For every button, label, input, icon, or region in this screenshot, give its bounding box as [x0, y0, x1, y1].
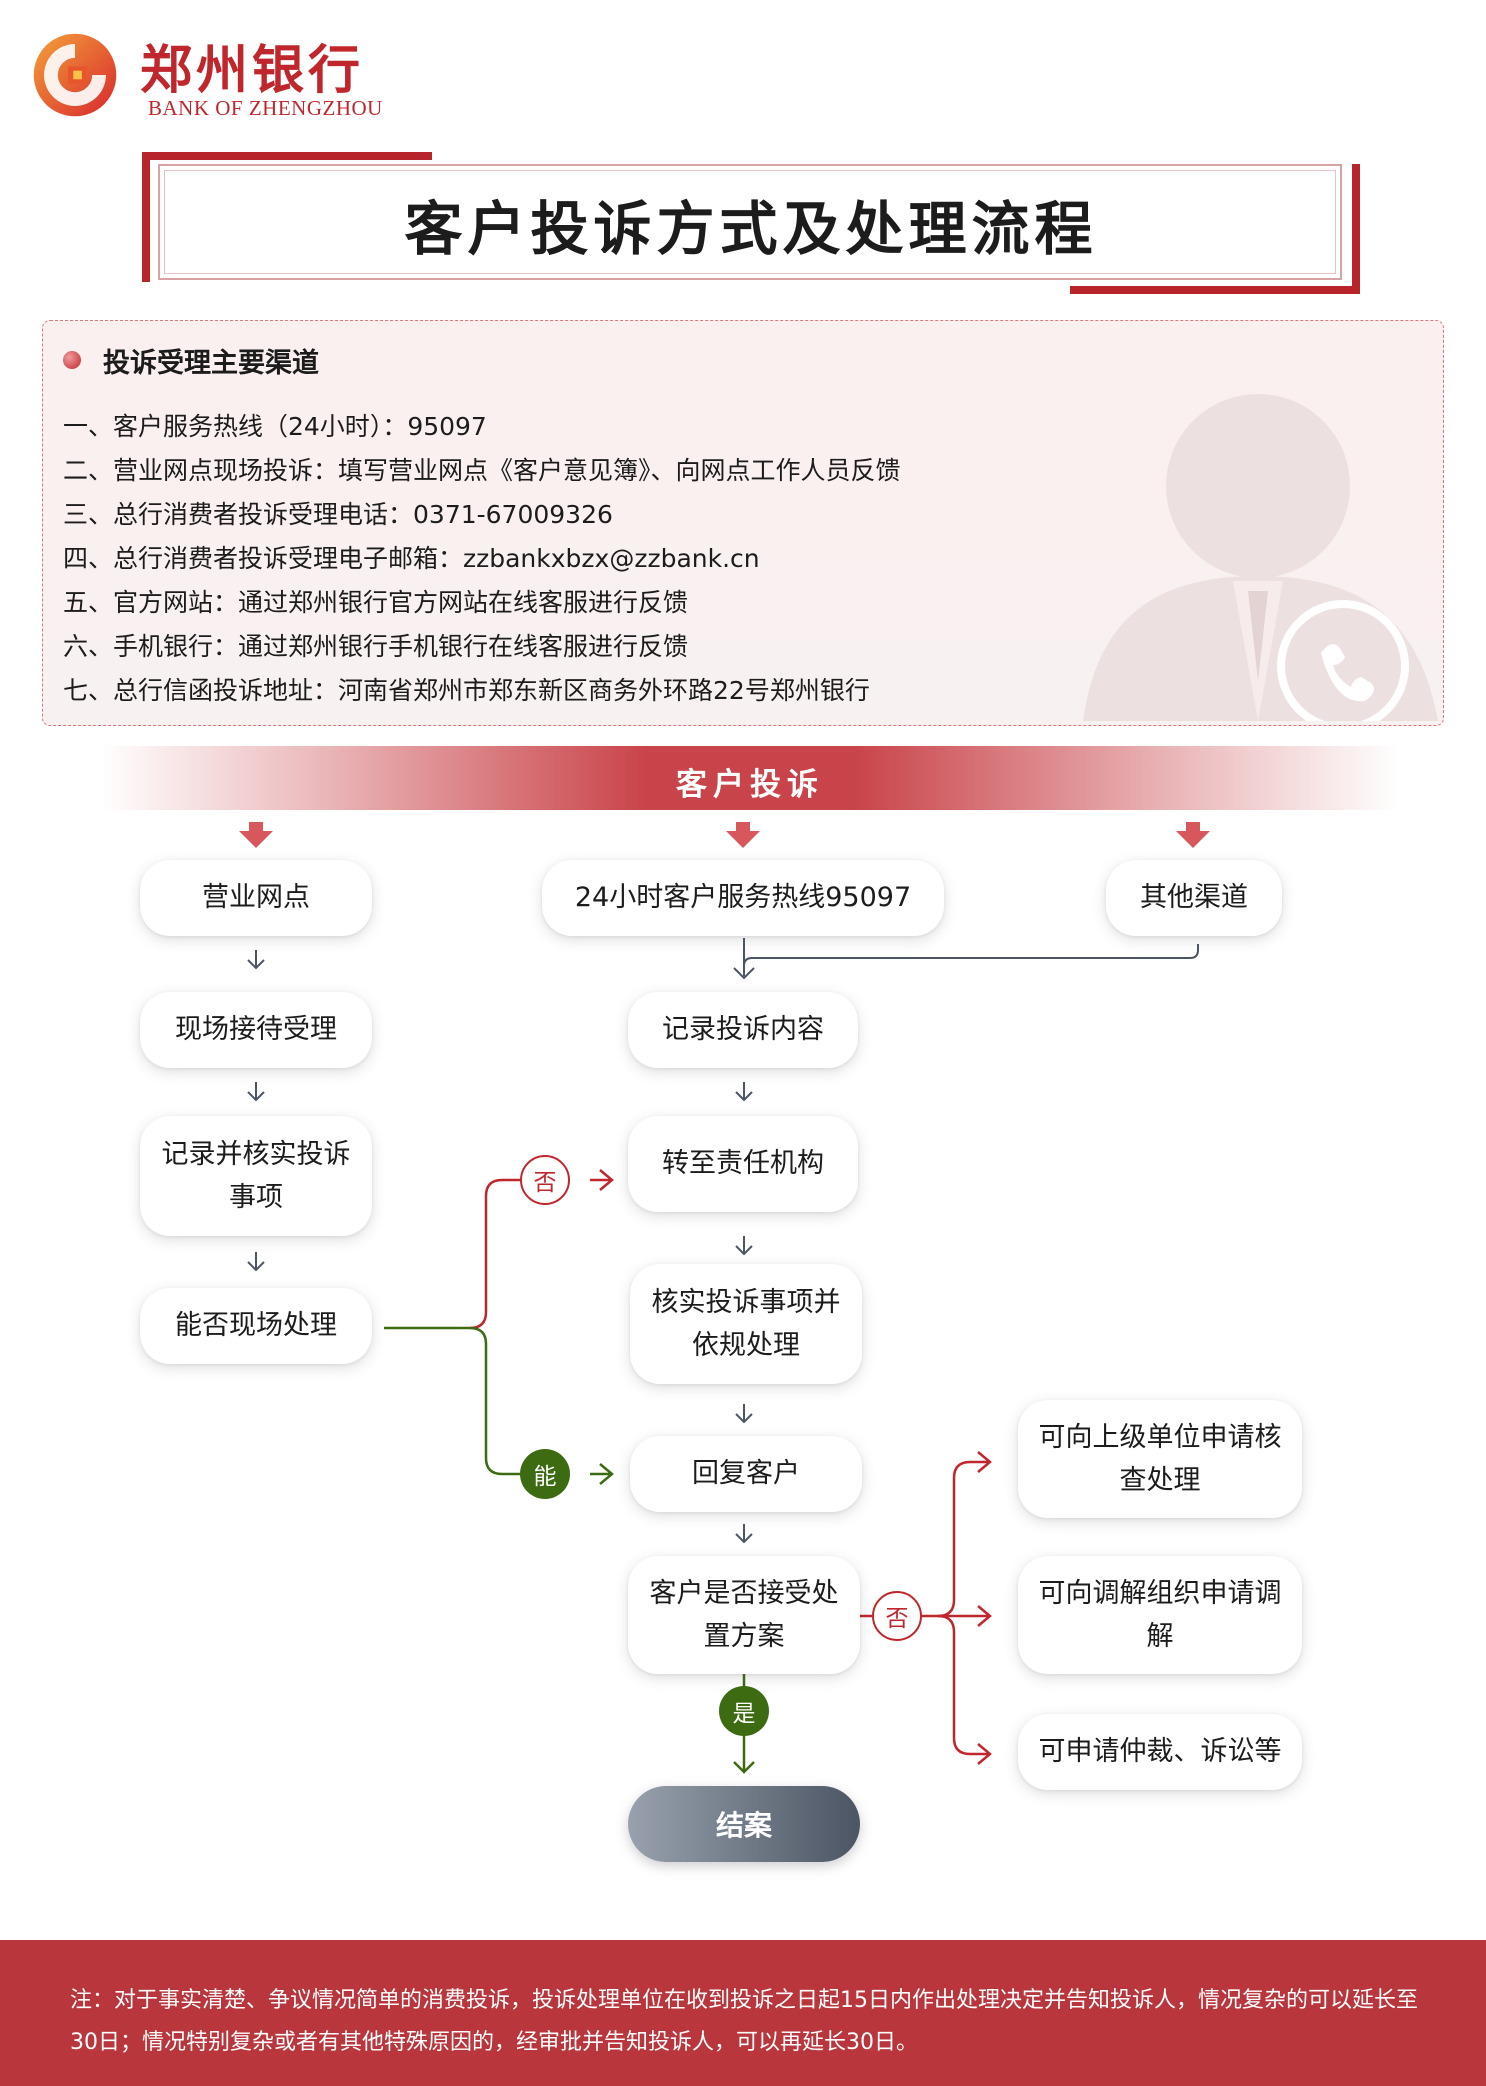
node-onsite-record: 记录并核实投诉事项: [140, 1116, 372, 1236]
node-option-superior: 可向上级单位申请核查处理: [1018, 1400, 1302, 1518]
footer-note-bar: 注：对于事实清楚、争议情况简单的消费投诉，投诉处理单位在收到投诉之日起15日内作…: [0, 1940, 1486, 2086]
label-yes: 是: [719, 1686, 769, 1736]
down-arrow-icon: [239, 822, 1210, 848]
channel-item: 五、官方网站：通过郑州银行官方网站在线客服进行反馈: [63, 588, 689, 617]
channel-item: 一、客户服务热线（24小时）：95097: [63, 412, 487, 441]
channel-item: 四、总行消费者投诉受理电子邮箱：zzbankxbzx@zzbank.cn: [63, 544, 760, 573]
node-record-content: 记录投诉内容: [628, 992, 858, 1068]
flow-start-label: 客户投诉: [676, 767, 824, 803]
brand-name-cn: 郑州银行: [140, 40, 365, 101]
complaint-banner: 客户投诉: [100, 746, 1400, 810]
label-no: 否: [520, 1155, 570, 1205]
channels-heading: 投诉受理主要渠道: [103, 348, 319, 379]
node-option-arbitration: 可申请仲裁、诉讼等: [1018, 1714, 1302, 1790]
page-title: 客户投诉方式及处理流程: [404, 195, 1098, 263]
node-onsite-receive: 现场接待受理: [140, 992, 372, 1068]
node-end: 结案: [628, 1786, 860, 1862]
label-no: 否: [872, 1591, 922, 1641]
channel-item: 二、营业网点现场投诉：填写营业网点《客户意见簿》、向网点工作人员反馈: [63, 456, 901, 485]
channel-item: 七、总行信函投诉地址：河南省郑州市郑东新区商务外环路22号郑州银行: [63, 676, 870, 705]
title-box: 客户投诉方式及处理流程: [142, 152, 1360, 294]
label-can: 能: [520, 1449, 570, 1499]
brand-name-en: BANK OF ZHENGZHOU: [148, 96, 383, 120]
node-can-handle-onsite: 能否现场处理: [140, 1288, 372, 1364]
node-verify-handle: 核实投诉事项并依规处理: [630, 1264, 862, 1384]
node-option-mediation: 可向调解组织申请调解: [1018, 1556, 1302, 1674]
node-accept-plan: 客户是否接受处置方案: [628, 1556, 860, 1674]
channel-item: 三、总行消费者投诉受理电话：0371-67009326: [63, 500, 613, 529]
node-transfer: 转至责任机构: [628, 1116, 858, 1212]
bank-logo-icon: [33, 33, 117, 117]
channels-panel: 投诉受理主要渠道 一、客户服务热线（24小时）：95097 二、营业网点现场投诉…: [42, 320, 1444, 726]
node-reply: 回复客户: [630, 1436, 862, 1512]
node-hotline: 24小时客户服务热线95097: [542, 860, 944, 936]
node-other-channels: 其他渠道: [1106, 860, 1282, 936]
node-outlet: 营业网点: [140, 860, 372, 936]
channel-item: 六、手机银行：通过郑州银行手机银行在线客服进行反馈: [63, 632, 689, 661]
bullet-dot-icon: [63, 351, 81, 369]
footer-note: 注：对于事实清楚、争议情况简单的消费投诉，投诉处理单位在收到投诉之日起15日内作…: [70, 1988, 1418, 2055]
customer-service-person-icon: [1083, 394, 1438, 721]
